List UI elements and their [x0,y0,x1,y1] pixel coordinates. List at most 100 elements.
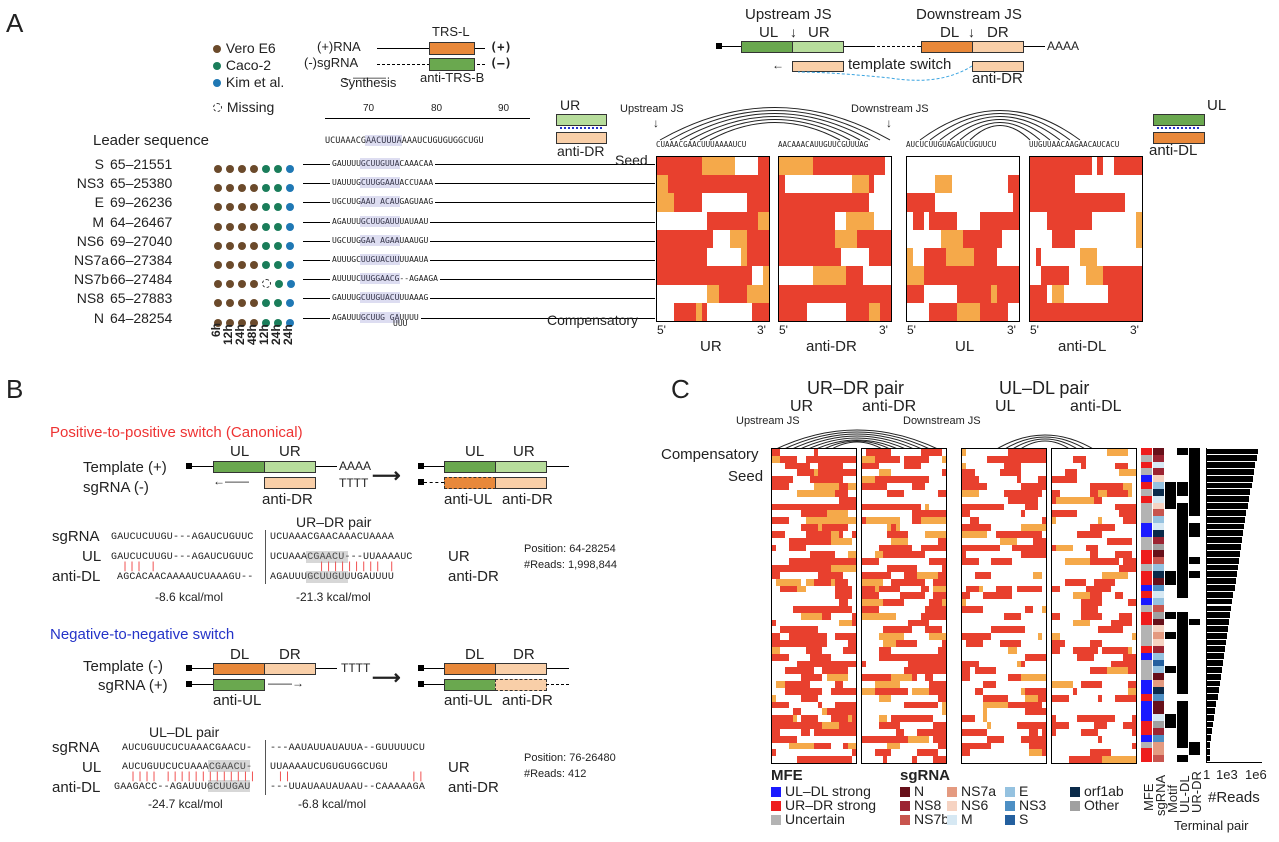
row-sequence: UGCUUGGAA AGAAUAAUGU [330,235,431,245]
heat-cell [1008,674,1021,682]
heat-cell [814,483,831,490]
annotation-cell [1153,639,1164,646]
heat-cell [962,592,971,600]
annotation-cell [1141,543,1152,551]
heat-cell [887,489,904,497]
heat-cell [657,266,685,285]
b1-ur-lab: UR [448,548,470,565]
reads-bar [1207,448,1258,455]
heat-cell [822,742,831,750]
heat-cell [1064,558,1090,566]
annotation-cell [1153,714,1164,722]
heat-cell [1119,565,1136,572]
annotation-cell [1189,652,1200,660]
annotation-cell [1153,680,1164,687]
heat-cell [863,193,869,212]
row-motif-highlight [360,215,400,227]
sgrna-legend-title: sgRNA [900,767,951,784]
side-ur-box [556,114,607,126]
heat-cell [916,749,934,757]
annotation-cell [1189,666,1200,674]
heat-cell [729,229,747,249]
a-five-2: 5' [779,323,788,337]
b2-hl1 [208,760,250,772]
annotation-cell [1141,625,1152,633]
sample-dot [214,280,222,289]
heat-cell [1052,633,1061,641]
annotation-cell [1177,529,1188,537]
heat-cell [1089,483,1111,490]
heat-cell [883,626,888,634]
heat-cell [866,674,892,682]
heat-cell [851,619,856,627]
annotation-cell [1141,509,1152,517]
sample-dot [286,318,294,327]
heat-cell [987,735,1004,743]
heat-cell [805,503,827,511]
legend-label: NS3 [1019,797,1047,813]
heat-cell [962,599,967,606]
annotation-cell [1153,482,1164,489]
annotation-cell [1153,625,1164,633]
a-bottom-ul: UL [955,338,975,355]
row-motif-highlight [360,254,400,265]
b1-info-pos: Position: 64-28254 [524,543,616,555]
heat-cell [801,728,810,736]
col-labels: MFE sgRNA Motif UL-DL UR-DR [1141,766,1205,826]
heat-cell [887,626,892,634]
heat-cell [1089,592,1103,600]
sample-dot [250,184,258,193]
sample-dot [214,241,222,250]
annotation-cell [1141,680,1152,687]
sample-dot [238,280,246,289]
heat-cell [962,674,971,682]
heat-cell [996,284,1019,303]
heat-cell [814,578,831,586]
heat-cell [1033,571,1042,579]
annotation-cell [1153,577,1164,585]
annotation-cell [1189,618,1200,626]
annotation-cell [1141,707,1152,715]
sample-dot [274,318,282,327]
trs-l-box [429,42,475,55]
side-ul-label: UL [1207,97,1227,114]
reads-bar [1207,482,1252,489]
heat-cell [862,483,888,490]
heat-cell [1052,496,1057,504]
heat-cell [862,592,867,600]
b1-ul-l: GAUCUCUUGU---AGAUCUGUUC [111,552,254,563]
pos-title: Positive-to-positive switch (Canonical) [50,424,303,441]
annotation-cell [1189,625,1200,633]
row-gene: M [92,213,104,230]
annotation-cell [1177,707,1188,715]
annotation-cell [1141,468,1152,476]
heat-cell [1004,612,1021,620]
heat-cell [868,248,886,267]
heat-cell [835,585,852,593]
heat-cell [801,510,827,518]
heat-cell [818,571,844,579]
heat-cell [878,633,904,641]
heat-cell [1119,302,1142,321]
heat-cell [874,749,883,757]
heat-cell [713,175,736,194]
heat-cell [784,681,810,688]
reads-bar [1207,646,1225,653]
legend-kim: Kim et al. [225,74,285,90]
leader-seq: UCUAAACGAACUUUAAAAUCUGUGUGGCUGU [325,136,484,146]
heat-cell [685,266,719,285]
heat-cell [735,211,758,230]
annotation-cell [1189,707,1200,715]
heat-cell [1085,585,1111,593]
heat-seq-2: AACAAACAUUGUUCGUUUAG [778,140,869,149]
heat-cell [846,211,875,230]
annotation-cell [1177,659,1188,667]
heat-cell [862,612,875,620]
heat-cell [1131,742,1136,750]
annotation-cell [1177,468,1188,476]
b1-antidr-box [264,477,316,489]
heat-cell [963,229,986,249]
annotation-cell [1141,645,1152,653]
annotation-cell [1141,523,1152,530]
heat-cell [940,266,975,285]
